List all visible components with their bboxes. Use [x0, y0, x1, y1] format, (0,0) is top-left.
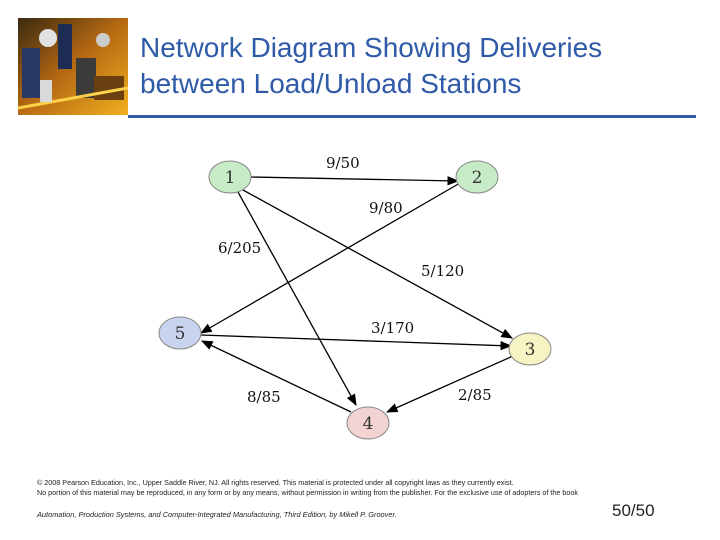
- edge-4-5: [200, 340, 352, 413]
- node-4-label: 4: [363, 414, 374, 434]
- node-2: 2: [455, 160, 499, 194]
- edges: [199, 176, 514, 413]
- edge-1-2: [249, 176, 460, 186]
- copyright-line2: No portion of this material may be repro…: [37, 488, 578, 497]
- header-photo-graphic: [18, 18, 128, 115]
- edge-5-3: [200, 334, 513, 351]
- slide-title-line2: between Load/Unload Stations: [140, 68, 522, 99]
- node-3-shape: [508, 332, 552, 366]
- title-divider: [128, 115, 696, 118]
- edge-label-2-5: 9/80: [369, 199, 403, 217]
- node-3-label: 3: [525, 340, 536, 360]
- slide-title: Network Diagram Showing Deliveries betwe…: [140, 30, 700, 102]
- slide-title-line1: Network Diagram Showing Deliveries: [140, 32, 603, 63]
- edge-labels: 9/50 9/80 6/205 5/120 3/170 8/85 2/85: [218, 154, 492, 406]
- copyright-notice: © 2008 Pearson Education, Inc., Upper Sa…: [37, 478, 697, 498]
- node-5: 5: [158, 316, 202, 350]
- node-1: 1: [208, 160, 252, 194]
- edge-label-3-4: 2/85: [458, 386, 492, 404]
- edge-label-1-3: 6/205: [218, 239, 261, 257]
- node-3: 3: [508, 332, 552, 366]
- edge-1-4: [237, 191, 357, 407]
- node-5-shape: [158, 316, 202, 350]
- node-4-shape: [346, 406, 390, 440]
- edge-label-1-2: 9/50: [326, 154, 360, 172]
- header-photo: [18, 18, 128, 115]
- book-citation: Automation, Production Systems, and Comp…: [37, 510, 397, 519]
- edge-label-5-3: 3/170: [371, 319, 414, 337]
- node-2-shape: [455, 160, 499, 194]
- node-1-label: 1: [225, 168, 236, 188]
- node-4: 4: [346, 406, 390, 440]
- node-5-label: 5: [175, 324, 186, 344]
- node-2-label: 2: [472, 168, 483, 188]
- page-number: 50/50: [612, 501, 655, 520]
- node-1-shape: [208, 160, 252, 194]
- edge-3-4: [385, 355, 514, 413]
- edge-2-5: [199, 182, 461, 334]
- edge-label-1-4: 5/120: [421, 262, 464, 280]
- nodes: 1 2 3 4 5: [158, 160, 552, 440]
- edge-label-4-5: 8/85: [247, 388, 281, 406]
- copyright-line1: © 2008 Pearson Education, Inc., Upper Sa…: [37, 478, 514, 487]
- edge-1-3: [242, 189, 514, 339]
